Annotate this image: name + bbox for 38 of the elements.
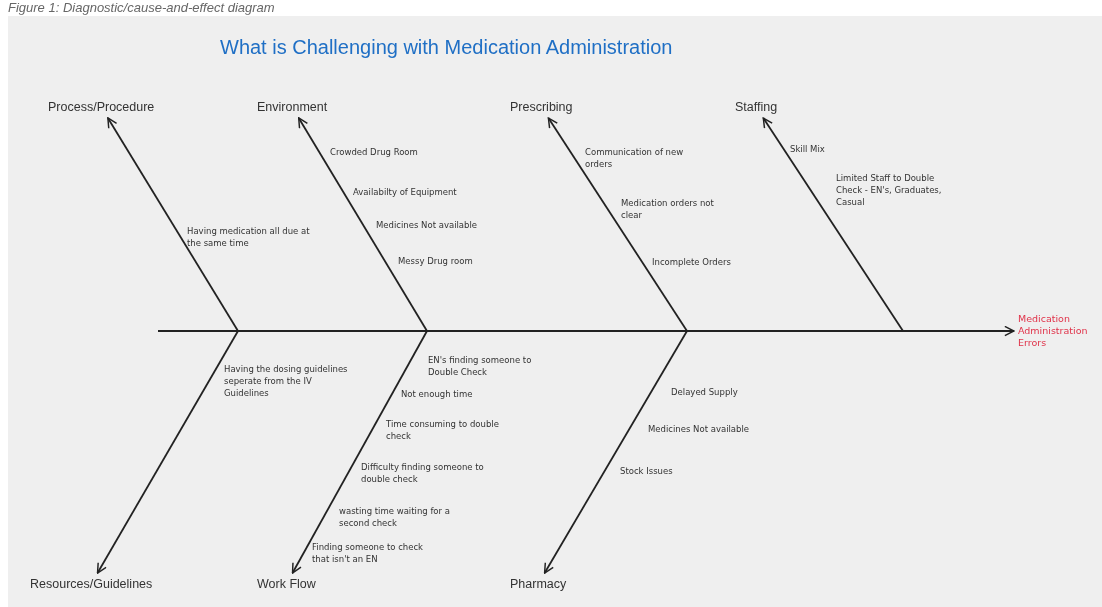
- category-label: Process/Procedure: [48, 100, 155, 114]
- cause-text: Limited Staff to Double Check - EN's, Graduates, Casual: [836, 172, 943, 208]
- cause-text: Crowded Drug Room: [330, 146, 418, 158]
- cause-text: Difficulty finding someone to double check: [361, 461, 485, 485]
- spine-arrow: [157, 325, 1015, 337]
- category-label: Pharmacy: [510, 577, 567, 591]
- branch-arrow: [291, 330, 428, 574]
- cause-text: Availabilty of Equipment: [353, 186, 457, 198]
- branch-arrow: [543, 330, 688, 574]
- cause-text: Stock Issues: [620, 465, 673, 477]
- category-label: Work Flow: [257, 577, 316, 591]
- cause-text: Medicines Not available: [376, 219, 478, 231]
- branch-arrow: [762, 117, 904, 332]
- cause-text: Having medication all due at the same time: [187, 225, 311, 249]
- cause-text: Medication orders not clear: [621, 197, 715, 221]
- caption: Figure 1: Diagnostic/cause-and-effect diagram: [8, 0, 275, 15]
- cause-text: Incomplete Orders: [652, 256, 731, 268]
- cause-text: Medicines Not available: [648, 423, 750, 435]
- cause-text: Finding someone to check that isn't an EN: [312, 541, 425, 565]
- category-label: Environment: [257, 100, 328, 114]
- branch-arrow: [96, 330, 239, 574]
- cause-text: Skill Mix: [790, 143, 825, 155]
- branch-arrow: [106, 117, 239, 332]
- branch-arrow: [547, 117, 688, 332]
- cause-text: Communication of new orders: [585, 146, 685, 170]
- cause-text: Delayed Supply: [671, 386, 738, 398]
- cause-text: Time consuming to double check: [386, 418, 500, 442]
- category-label: Staffing: [735, 100, 778, 114]
- cause-text: Not enough time: [401, 388, 473, 400]
- title: What is Challenging with Medication Administration: [220, 36, 673, 59]
- cause-text: Messy Drug room: [398, 255, 473, 267]
- cause-text: Having the dosing guidelines seperate from the IV Guidelines: [224, 363, 349, 399]
- effect-label: Medication Administration Errors: [1018, 313, 1088, 349]
- branch-arrow: [297, 117, 428, 332]
- cause-text: EN's finding someone to Double Check: [428, 354, 533, 378]
- cause-text: wasting time waiting for a second check: [339, 505, 451, 529]
- category-label: Prescribing: [510, 100, 573, 114]
- category-label: Resources/Guidelines: [30, 577, 153, 591]
